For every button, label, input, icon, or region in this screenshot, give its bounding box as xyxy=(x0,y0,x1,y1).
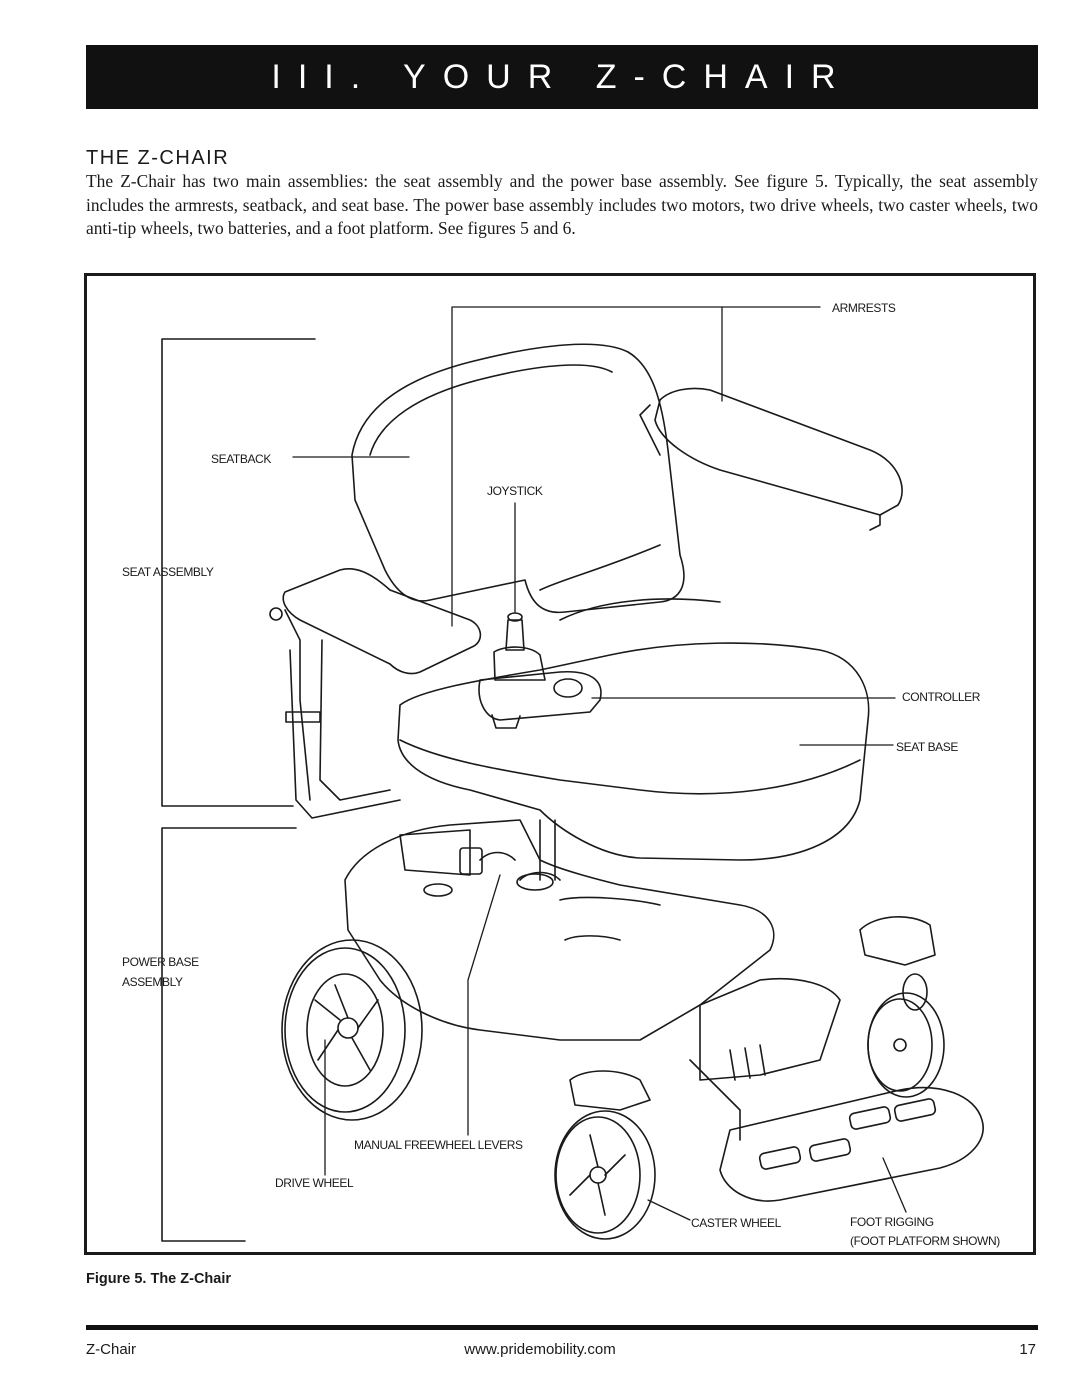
label-joystick: JOYSTICK xyxy=(487,484,543,498)
figure-caption: Figure 5. The Z-Chair xyxy=(86,1271,232,1287)
page-number: 17 xyxy=(1019,1341,1036,1358)
footer-product: Z-Chair xyxy=(86,1341,137,1358)
label-seat-assembly: SEAT ASSEMBLY xyxy=(122,565,214,579)
label-caster-wheel: CASTER WHEEL xyxy=(691,1216,781,1230)
chapter-banner: III. YOUR Z-CHAIR xyxy=(86,45,1038,109)
power-base-drawing xyxy=(344,819,775,1041)
label-seat-base: SEAT BASE xyxy=(896,740,958,754)
chapter-title: III. YOUR Z-CHAIR xyxy=(271,58,853,96)
footer-rule xyxy=(86,1325,1038,1330)
intro-paragraph: The Z-Chair has two main assemblies: the… xyxy=(86,171,1038,238)
label-controller: CONTROLLER xyxy=(902,690,981,704)
seatback-drawing xyxy=(351,343,685,614)
label-manual-freewheel-levers: MANUAL FREEWHEEL LEVERS xyxy=(354,1138,523,1152)
leader-lines xyxy=(292,306,907,1221)
power-base-bracket xyxy=(161,827,297,1242)
foot-platform-drawing xyxy=(689,977,984,1202)
seat-assembly-bracket xyxy=(161,338,316,807)
left-armrest-drawing xyxy=(269,568,482,819)
label-seatback: SEATBACK xyxy=(211,452,271,466)
label-power-base-line2: ASSEMBLY xyxy=(122,975,183,989)
label-armrests: ARMRESTS xyxy=(832,301,896,315)
label-drive-wheel: DRIVE WHEEL xyxy=(275,1176,354,1190)
label-foot-rigging-line2: (FOOT PLATFORM SHOWN) xyxy=(850,1234,1000,1248)
joystick-controller-drawing xyxy=(478,612,602,729)
label-power-base-line1: POWER BASE xyxy=(122,955,199,969)
figure-frame xyxy=(84,273,1036,1255)
rear-caster-drawing xyxy=(859,915,945,1098)
label-foot-rigging-line1: FOOT RIGGING xyxy=(850,1215,934,1229)
footer-url: www.pridemobility.com xyxy=(464,1341,616,1358)
seat-cushion-drawing xyxy=(397,598,870,861)
right-armrest-drawing xyxy=(639,387,903,531)
caster-wheel-drawing xyxy=(554,1070,656,1240)
drive-wheel-drawing xyxy=(281,939,423,1121)
section-heading: THE Z-CHAIR xyxy=(86,147,230,169)
